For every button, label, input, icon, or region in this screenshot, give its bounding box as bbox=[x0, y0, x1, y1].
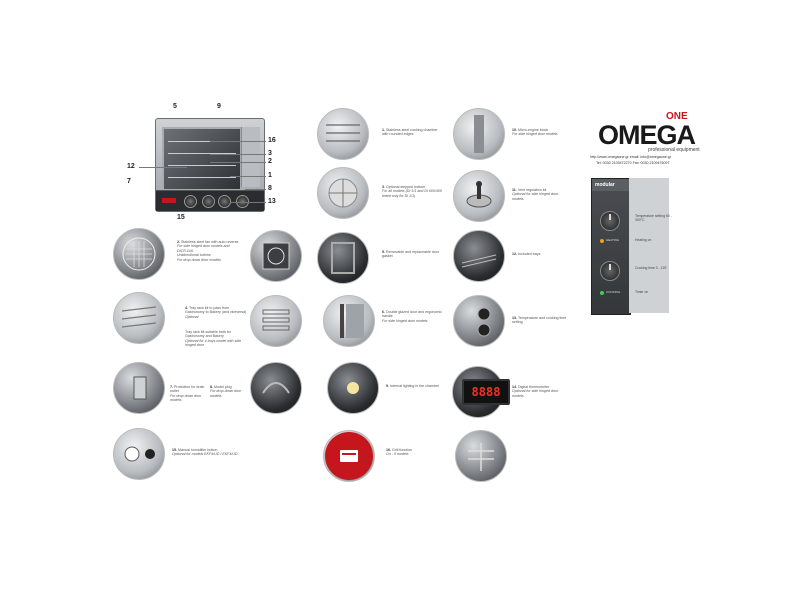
logo-one: ONE bbox=[666, 111, 688, 122]
feature-13-caption: 13. Temperature and cooking time setting bbox=[512, 316, 567, 325]
cooking-chamber-photo bbox=[317, 108, 369, 160]
callout-number: 9 bbox=[217, 103, 221, 110]
callout-number: 2 bbox=[268, 158, 272, 165]
vent-regulation-photo bbox=[453, 170, 505, 222]
fan-photo bbox=[113, 228, 165, 280]
lamp-label-cooking: COOKING bbox=[606, 290, 621, 294]
oven-brand-badge bbox=[162, 198, 176, 203]
callout-number: 7 bbox=[127, 178, 131, 185]
callout-number: 1 bbox=[268, 172, 272, 179]
oven-door-window bbox=[162, 127, 242, 191]
legend-temperature: Temperature setting 50 - 300°C bbox=[635, 214, 672, 222]
feature-9-caption: 9. Internal lighting in the chamber bbox=[386, 384, 440, 388]
timer-knob bbox=[600, 261, 620, 281]
model-plug-photo bbox=[250, 362, 302, 414]
door-gasket-photo bbox=[317, 232, 369, 284]
callout-line bbox=[245, 189, 266, 190]
oven-side-panel bbox=[241, 127, 260, 187]
feature-1-caption: 1. Stainless steel cooking chamber with … bbox=[382, 128, 438, 137]
callout-number: 15 bbox=[177, 214, 185, 221]
callout-number: 3 bbox=[268, 150, 272, 157]
feature-5-caption: 5. Removable and replaceable door gasket bbox=[382, 250, 439, 259]
tray-rack-photo bbox=[113, 292, 165, 344]
panel-legend: Temperature setting 50 - 300°C Heating o… bbox=[629, 178, 672, 313]
panel-brand: modular bbox=[592, 179, 630, 191]
feature-4b-caption: Tray rack kit suitable both for Gastrono… bbox=[185, 330, 242, 348]
temperature-time-photo bbox=[453, 295, 505, 347]
feature-2-caption: 2. Stainless steel fan with auto reverse… bbox=[177, 240, 239, 262]
callout-line bbox=[139, 167, 187, 168]
grill-function-photo bbox=[323, 430, 375, 482]
logo-omega: OMEGA bbox=[598, 120, 696, 150]
callout-number: 8 bbox=[268, 185, 272, 192]
oven-knob bbox=[202, 195, 215, 208]
callout-line bbox=[210, 154, 266, 155]
oven-knob bbox=[236, 195, 249, 208]
humidifier-button-photo bbox=[113, 428, 165, 480]
oven-illustration bbox=[155, 118, 265, 212]
callout-line bbox=[210, 162, 266, 163]
callout-number: 5 bbox=[173, 103, 177, 110]
oven-knob bbox=[218, 195, 231, 208]
rack-kit-photo bbox=[250, 295, 302, 347]
thermometer-display: 8888 bbox=[462, 379, 510, 405]
legend-cooking-time: Cooking time 0 - 120' bbox=[635, 266, 667, 270]
logo-tagline: professional equipment bbox=[648, 147, 700, 153]
oven-control-panel bbox=[156, 190, 264, 211]
heating-lamp bbox=[600, 239, 604, 243]
callout-number: 13 bbox=[268, 198, 276, 205]
callout-number: 16 bbox=[268, 137, 276, 144]
internal-lighting-photo bbox=[327, 362, 379, 414]
grill-element-photo bbox=[455, 430, 507, 482]
door-handle-photo bbox=[323, 295, 375, 347]
oven-knob bbox=[184, 195, 197, 208]
drain-protection-photo bbox=[113, 362, 165, 414]
stepped-bottom-photo bbox=[317, 167, 369, 219]
contact-tel: Tel: 0030 2109472270 Fax: 0030 210947609… bbox=[596, 161, 670, 165]
legend-heating: Heating on bbox=[635, 238, 652, 242]
legend-timer: Timer on bbox=[635, 290, 649, 294]
timer-lamp bbox=[600, 291, 604, 295]
feature-4-caption: 4. Tray rack kit to pass from Gastronomy… bbox=[185, 306, 247, 319]
callout-line bbox=[210, 141, 266, 142]
temperature-knob bbox=[600, 211, 620, 231]
callout-line bbox=[230, 176, 266, 177]
callout-number: 12 bbox=[127, 163, 135, 170]
feature-12-caption: 12. Included trays bbox=[512, 252, 541, 256]
callout-line bbox=[230, 202, 266, 203]
chamber-photo bbox=[250, 230, 302, 282]
lamp-label-heating: HEATING bbox=[606, 238, 620, 242]
included-trays-photo bbox=[453, 230, 505, 282]
modular-control-panel: modular HEATING COOKING bbox=[591, 178, 631, 315]
contact-url: http://www.omegaone.gr email: info@omega… bbox=[590, 155, 671, 159]
micro-engine-photo bbox=[453, 108, 505, 160]
feature-6-caption: 6. Double glazed door and ergonomic hand… bbox=[382, 310, 442, 323]
